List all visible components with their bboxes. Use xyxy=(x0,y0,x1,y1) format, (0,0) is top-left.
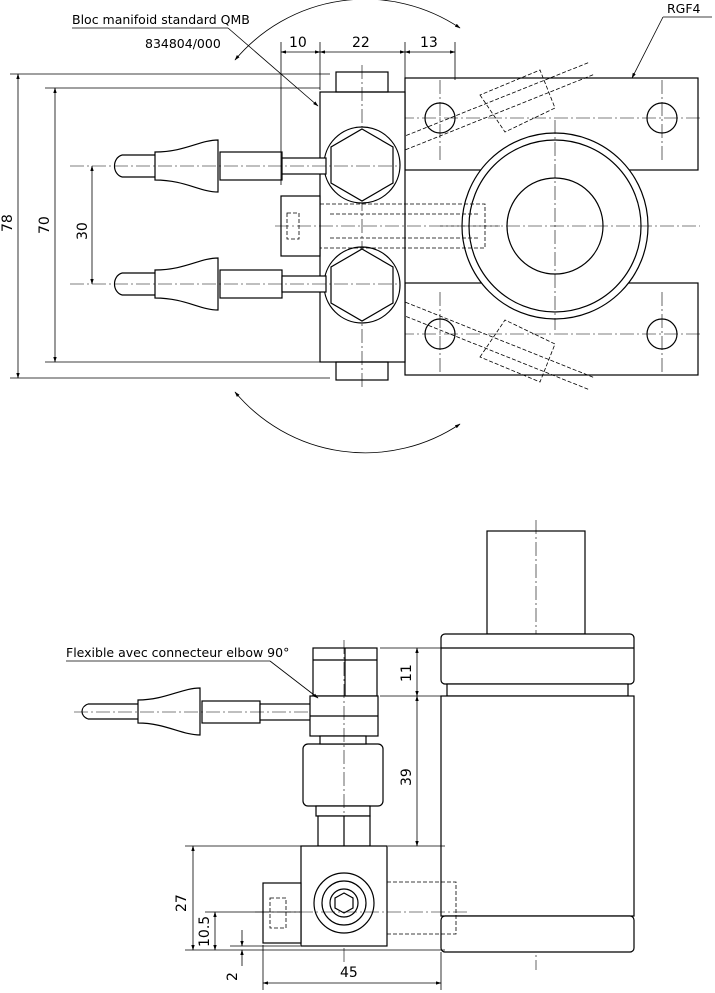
manifold-title-label: Bloc manifoid standard QMB xyxy=(72,12,250,27)
hose-bottom xyxy=(70,257,400,311)
hose-top xyxy=(70,139,400,193)
dim-11: 11 xyxy=(399,664,415,682)
dim-39: 39 xyxy=(399,768,415,786)
dim-10: 10 xyxy=(289,35,307,51)
cylinder-groove xyxy=(446,683,629,697)
hex-nut-bottom xyxy=(330,248,394,322)
port-outer xyxy=(313,872,375,934)
dims-top-vertical: 78 70 30 xyxy=(0,73,330,379)
dim-70: 70 xyxy=(37,216,53,234)
rotation-arc-bottom xyxy=(234,391,461,454)
cylinder-cap-top xyxy=(440,633,635,685)
dim-10-5: 10.5 xyxy=(197,916,213,947)
hex-socket-icon xyxy=(334,892,354,914)
screw-head-side xyxy=(262,882,302,944)
knurled-fitting xyxy=(302,743,384,807)
dim-27: 27 xyxy=(174,894,190,912)
dim-45: 45 xyxy=(340,965,358,981)
dim-22: 22 xyxy=(352,35,370,51)
rotation-arc-top xyxy=(234,0,461,61)
hex-nut-top xyxy=(330,128,394,202)
dims-top-horizontal: 10 22 13 xyxy=(280,35,456,185)
cylinder-cap-bottom xyxy=(440,915,635,953)
hose-sleeve xyxy=(137,687,201,736)
top-view: 10 22 13 78 70 30 Bloc manifoid standard… xyxy=(0,0,712,454)
dim-13: 13 xyxy=(420,35,438,51)
dim-2: 2 xyxy=(225,972,241,981)
dims-side-left: 27 10.5 2 xyxy=(174,845,445,981)
cylinder-body-side xyxy=(440,695,635,917)
model-label: RGF4 xyxy=(667,1,701,16)
manifold-ref-label: 834804/000 xyxy=(145,36,221,51)
side-view: Flexible avec connecteur elbow 90° 11 39… xyxy=(66,520,635,990)
manifold-side xyxy=(300,845,388,947)
dims-side-right: 11 39 xyxy=(380,647,445,847)
hose-angled-bottom xyxy=(394,299,596,391)
hose-angled-top xyxy=(394,61,596,153)
hex-fitting-top xyxy=(323,126,401,204)
dim-30: 30 xyxy=(75,222,91,240)
dims-side-bottom: 45 xyxy=(262,945,442,990)
flexible-label: Flexible avec connecteur elbow 90° xyxy=(66,645,289,660)
hex-fitting-bottom xyxy=(323,246,401,324)
dim-78: 78 xyxy=(0,214,16,232)
